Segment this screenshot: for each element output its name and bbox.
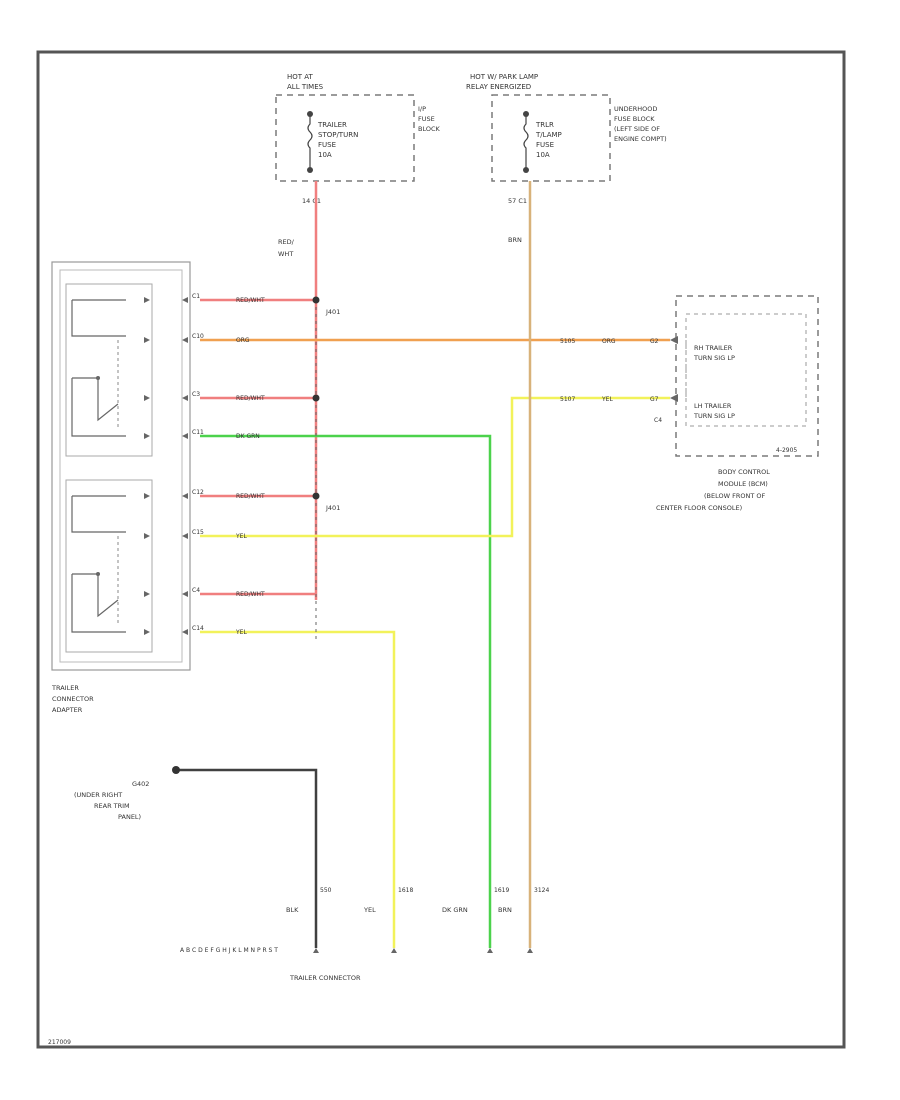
bcm-wire-lh: YEL <box>601 396 613 403</box>
label-wire-2: ORG <box>236 337 250 344</box>
fuse-left-label3: FUSE <box>318 141 336 149</box>
fuse-box-trailer-stop-turn: HOT AT ALL TIMES TRAILER STOP/TURN FUSE … <box>275 73 441 205</box>
label-brn-top: BRN <box>508 236 522 244</box>
fuse-right-pins: 57 C1 <box>508 197 527 205</box>
trailer-connector-adapter: C1 C10 C3 C11 C12 C15 C4 C14 TRAILER CON… <box>51 261 204 714</box>
adapter-pin-4: C11 <box>192 429 204 436</box>
fuse-box-trailer-lamp: HOT W/ PARK LAMP RELAY ENERGIZED TRLR T/… <box>466 73 667 205</box>
fuse-left-label4: 10A <box>318 151 332 159</box>
ground-label-2: (UNDER RIGHT <box>74 791 122 799</box>
fuse-left-label1: TRAILER <box>317 121 347 129</box>
fuse-right-block1: UNDERHOOD <box>614 105 657 113</box>
splice-points <box>312 296 320 500</box>
fuse-right-block4: ENGINE COMPT) <box>614 135 667 143</box>
fuse-right-label1: TRLR <box>535 121 554 129</box>
label-red-wht-1: RED/ <box>278 238 295 246</box>
bcm-circuit-lh: 5107 <box>560 396 575 403</box>
bcm-rh-label-2: TURN SIG LP <box>693 354 735 362</box>
trailer-connector-label: TRAILER CONNECTOR <box>289 974 361 982</box>
fuse-left-block3: BLOCK <box>418 125 441 133</box>
bcm-rh-label-1: RH TRAILER <box>694 344 733 352</box>
adapter-pin-3: C3 <box>192 391 200 398</box>
fuse-right-block3: (LEFT SIDE OF <box>614 125 660 133</box>
trailer-circuit-brn: 3124 <box>534 887 549 894</box>
adapter-pin-2: C10 <box>192 333 204 340</box>
adapter-pin-5: C12 <box>192 489 204 496</box>
ground-label-3: REAR TRIM <box>94 802 130 810</box>
fuse-left-label2: STOP/TURN <box>318 131 358 139</box>
wire-yellow-trailer <box>200 630 396 948</box>
fuse-right-label4: 10A <box>536 151 550 159</box>
bcm-lh-label-1: LH TRAILER <box>694 402 732 410</box>
adapter-caption-3: ADAPTER <box>52 706 83 714</box>
fuse-right-label3: FUSE <box>536 141 554 149</box>
label-wire-5: RED/WHT <box>236 493 265 500</box>
fuse-left-block1: I/P <box>418 105 426 113</box>
bcm-caption-4: CENTER FLOOR CONSOLE) <box>656 504 742 512</box>
fuse-left-pins: 14 C1 <box>302 197 321 205</box>
splice-label-1: J401 <box>325 308 340 316</box>
label-red-wht-2: WHT <box>278 250 293 258</box>
fuse-left-block2: FUSE <box>418 115 435 123</box>
bcm-pin-lh: G7 <box>650 396 659 403</box>
trailer-wire-yel: YEL <box>363 906 376 914</box>
wire-dk-green <box>200 434 492 948</box>
trailer-circuit-grn: 1619 <box>494 887 509 894</box>
trailer-wire-grn: DK GRN <box>442 906 468 914</box>
label-wire-1: RED/WHT <box>236 297 265 304</box>
wires <box>176 181 670 948</box>
body-control-module: 5105 ORG G2 5107 YEL G7 C4 RH TRAILER TU… <box>560 295 819 512</box>
bcm-caption-2: MODULE (BCM) <box>718 480 768 488</box>
ground-g402: G402 (UNDER RIGHT REAR TRIM PANEL) <box>74 766 180 821</box>
label-wire-4: DK GRN <box>236 433 260 440</box>
wire-black-ground <box>176 768 318 948</box>
diagram-frame <box>36 50 846 1049</box>
label-wire-8: YEL <box>235 629 247 636</box>
wire-yellow-bcm <box>200 396 670 538</box>
label-wire-7: RED/WHT <box>236 591 265 598</box>
fuse-left-title1: HOT AT <box>287 73 314 81</box>
label-wire-6: YEL <box>235 533 247 540</box>
fuse-right-label2: T/LAMP <box>535 131 562 139</box>
fuse-right-block2: FUSE BLOCK <box>614 115 655 123</box>
bcm-circuit-rh: 5105 <box>560 338 575 345</box>
adapter-pin-1: C1 <box>192 293 200 300</box>
bcm-pin-rh: G2 <box>650 338 659 345</box>
trailer-connector: A B C D E F G H J K L M N P R S T BLK 55… <box>180 887 549 982</box>
ground-label-4: PANEL) <box>118 813 141 821</box>
bcm-connector: C4 <box>654 417 662 424</box>
trailer-circuit-blk: 550 <box>320 887 332 894</box>
ground-label-1: G402 <box>132 780 149 788</box>
adapter-caption-2: CONNECTOR <box>52 695 94 703</box>
fuse-right-title2: RELAY ENERGIZED <box>466 83 531 91</box>
label-wire-3: RED/WHT <box>236 395 265 402</box>
adapter-pin-6: C15 <box>192 529 204 536</box>
bcm-caption-3: (BELOW FRONT OF <box>704 492 765 500</box>
footer-code: 217009 <box>48 1039 71 1046</box>
fuse-right-title1: HOT W/ PARK LAMP <box>470 73 538 81</box>
trailer-wire-blk: BLK <box>286 906 299 914</box>
splice-label-2: J401 <box>325 504 340 512</box>
bcm-caption-1: BODY CONTROL <box>718 468 770 476</box>
fuse-left-title2: ALL TIMES <box>287 83 324 91</box>
trailer-circuit-yel: 1618 <box>398 887 413 894</box>
bcm-wire-rh: ORG <box>602 338 616 345</box>
trailer-wire-brn: BRN <box>498 906 512 914</box>
adapter-pin-8: C14 <box>192 625 204 632</box>
trailer-pin-letters: A B C D E F G H J K L M N P R S T <box>180 947 278 954</box>
bcm-lh-label-2: TURN SIG LP <box>693 412 735 420</box>
bcm-code: 4-2905 <box>776 447 797 454</box>
adapter-caption-1: TRAILER <box>51 684 79 692</box>
adapter-pin-7: C4 <box>192 587 200 594</box>
